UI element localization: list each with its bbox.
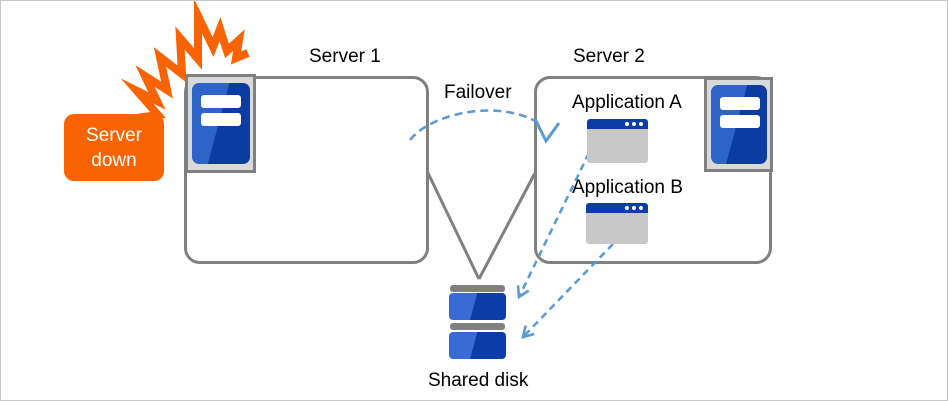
- server-icon: [191, 83, 250, 164]
- application-a-label: Application A: [572, 92, 682, 113]
- window-dots-icon: [625, 122, 643, 126]
- failover-label: Failover: [444, 82, 512, 103]
- server2-disk-line: [477, 172, 537, 280]
- server2-icon: [704, 77, 773, 172]
- failover-arrow: [408, 109, 541, 141]
- app-b-disk-arrow: [521, 243, 614, 339]
- app-a-disk-arrow: [516, 152, 591, 300]
- server1-disk-line: [426, 172, 481, 280]
- shared-disk-label: Shared disk: [428, 370, 529, 391]
- burst-icon: [120, 1, 250, 123]
- application-a-window-icon: [587, 119, 648, 163]
- failover-arrowhead-icon: [533, 118, 561, 144]
- server1-label: Server 1: [309, 46, 381, 67]
- server-icon: [710, 85, 767, 164]
- server1-icon: [185, 74, 256, 173]
- server2-label: Server 2: [573, 46, 645, 67]
- window-dots-icon: [625, 206, 643, 210]
- shared-disk-icon: [449, 284, 506, 360]
- application-b-label: Application B: [572, 177, 683, 198]
- application-b-window-icon: [586, 203, 648, 244]
- server-down-callout: Server down: [64, 114, 164, 181]
